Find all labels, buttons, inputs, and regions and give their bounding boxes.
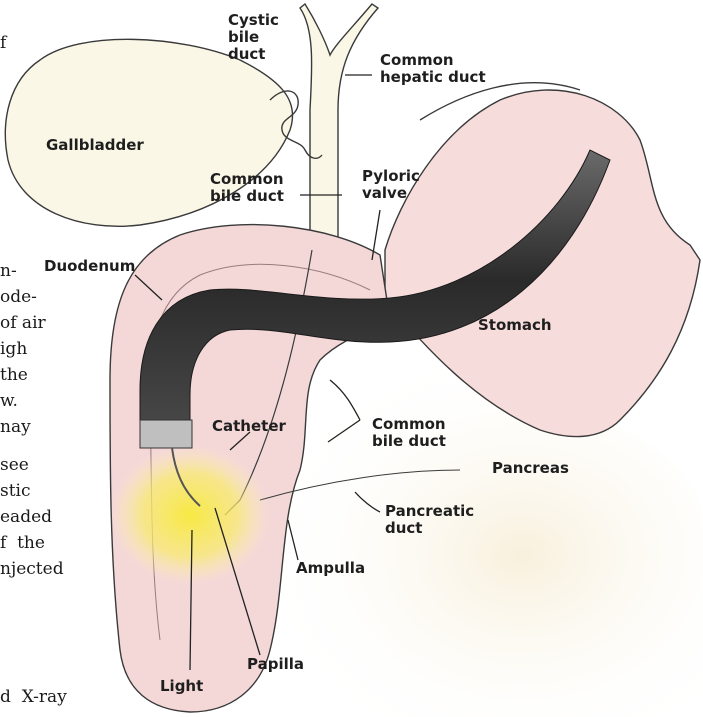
label-pancreatic-duct: Pancreatic duct — [385, 503, 474, 537]
label-stomach: Stomach — [478, 317, 552, 334]
body-text-line: see — [0, 452, 29, 478]
body-text-line: of air — [0, 310, 46, 336]
body-text-line: the — [0, 362, 28, 388]
body-text-line: f the — [0, 530, 45, 556]
label-gallbladder: Gallbladder — [46, 137, 144, 154]
label-duodenum: Duodenum — [44, 258, 135, 275]
body-text-line: n- — [0, 258, 17, 284]
label-common-hepatic-duct: Common hepatic duct — [380, 52, 486, 86]
body-text-line: eaded — [0, 504, 52, 530]
label-common-bile-duct-bottom: Common bile duct — [372, 416, 446, 450]
body-text-line: ode- — [0, 284, 37, 310]
label-ampulla: Ampulla — [296, 560, 365, 577]
label-pyloric-valve: Pyloric valve — [362, 168, 420, 202]
label-papilla: Papilla — [247, 656, 304, 673]
pancreas-shape — [250, 356, 703, 717]
body-text-line: f — [0, 30, 6, 56]
body-text-line: stic — [0, 478, 31, 504]
label-pancreas: Pancreas — [492, 460, 569, 477]
light-glow — [110, 445, 270, 585]
label-cystic-bile-duct: Cystic bile duct — [228, 12, 279, 63]
common-hepatic-duct — [300, 4, 378, 250]
body-text-line: njected — [0, 556, 64, 582]
body-text-line: d X-ray — [0, 684, 67, 710]
body-text-line: igh — [0, 336, 27, 362]
body-text-line: nay — [0, 414, 31, 440]
endoscope-tip — [140, 420, 192, 448]
body-text-line: w. — [0, 388, 18, 414]
label-light: Light — [160, 678, 203, 695]
label-common-bile-duct-top: Common bile duct — [210, 171, 284, 205]
label-catheter: Catheter — [212, 418, 286, 435]
